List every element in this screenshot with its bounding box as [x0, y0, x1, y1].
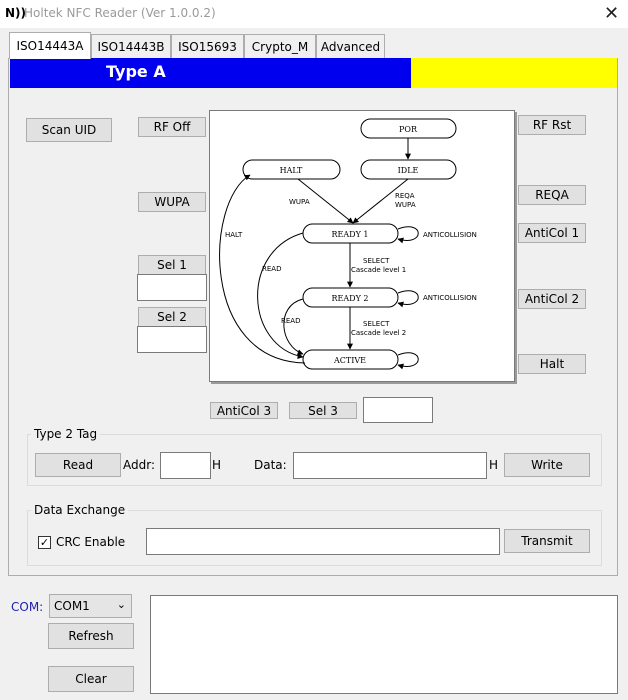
data-exchange-group — [27, 510, 602, 566]
sel1-button[interactable]: Sel 1 — [138, 255, 206, 275]
loop-ready2 — [397, 290, 419, 308]
type2-group-label: Type 2 Tag — [31, 427, 101, 441]
banner-title: Type A — [106, 62, 166, 81]
state-halt — [242, 159, 341, 180]
sel2-field[interactable] — [137, 326, 207, 353]
refresh-button[interactable]: Refresh — [48, 623, 134, 649]
label-anticollision1: ANTICOLLISION — [423, 231, 477, 239]
state-por-label: POR — [399, 125, 418, 134]
com-select-value: COM1 — [54, 599, 90, 613]
nfc-app-icon: N)) — [5, 6, 27, 20]
clear-button[interactable]: Clear — [48, 666, 134, 692]
sel3-field[interactable] — [363, 397, 433, 423]
label-wupa: WUPA — [289, 198, 310, 206]
loop-active — [397, 352, 419, 370]
label-select2: SELECT — [363, 320, 390, 328]
transmit-button[interactable]: Transmit — [504, 529, 590, 553]
label-halt: HALT — [225, 231, 243, 239]
data-exchange-group-label: Data Exchange — [31, 503, 129, 517]
addr-input[interactable] — [160, 452, 211, 479]
tab-iso14443a[interactable]: ISO14443A — [9, 32, 91, 59]
wupa-button[interactable]: WUPA — [138, 192, 206, 212]
label-select1: SELECT — [363, 257, 390, 265]
arrow-idle-ready1 — [352, 178, 409, 224]
anticol3-button[interactable]: AntiCol 3 — [210, 402, 278, 419]
arrow-ready1-active — [257, 232, 304, 359]
sel3-button[interactable]: Sel 3 — [289, 402, 357, 419]
label-read2: READ — [281, 317, 300, 325]
type-banner-yellow — [411, 58, 617, 88]
transmit-input[interactable] — [146, 528, 500, 555]
label-wupa2: WUPA — [395, 201, 416, 209]
write-button[interactable]: Write — [504, 453, 590, 477]
scan-uid-button[interactable]: Scan UID — [26, 118, 112, 142]
label-cascade1: Cascade level 1 — [351, 266, 406, 274]
loop-ready1 — [397, 226, 419, 244]
sel1-field[interactable] — [137, 274, 207, 301]
type-banner-blue — [10, 58, 411, 88]
tab-iso14443b[interactable]: ISO14443B — [91, 34, 171, 58]
window-title: Holtek NFC Reader (Ver 1.0.0.2) — [24, 6, 216, 20]
label-reqa: REQA — [395, 192, 415, 200]
chevron-down-icon: ⌄ — [116, 598, 126, 611]
arrow-active-halt — [219, 174, 306, 364]
com-label: COM: — [11, 600, 44, 614]
crc-checkbox[interactable]: ✓ — [38, 536, 51, 549]
state-diagram: POR HALT IDLE READY 1 READY 2 ACTIVE WUP… — [209, 110, 515, 382]
log-textarea[interactable] — [150, 595, 618, 694]
addr-suffix: H — [212, 458, 222, 472]
anticol1-button[interactable]: AntiCol 1 — [518, 223, 586, 243]
tab-advanced[interactable]: Advanced — [316, 34, 385, 58]
addr-label: Addr: — [123, 458, 155, 472]
state-idle-label: IDLE — [398, 166, 419, 175]
state-ready2-label: READY 2 — [332, 294, 369, 303]
crc-label: CRC Enable — [56, 535, 126, 549]
close-icon[interactable]: ✕ — [604, 3, 620, 24]
tab-crypto-m[interactable]: Crypto_M — [244, 34, 316, 58]
state-diagram-svg: POR HALT IDLE READY 1 READY 2 ACTIVE WUP… — [219, 118, 477, 370]
rf-rst-button[interactable]: RF Rst — [518, 115, 586, 135]
data-suffix: H — [489, 458, 499, 472]
state-ready1-label: READY 1 — [332, 230, 369, 239]
data-label: Data: — [254, 458, 287, 472]
label-cascade2: Cascade level 2 — [351, 329, 406, 337]
state-active — [302, 349, 399, 370]
state-idle — [360, 159, 457, 180]
rf-off-button[interactable]: RF Off — [138, 117, 206, 137]
read-button[interactable]: Read — [35, 453, 121, 477]
state-active-label: ACTIVE — [333, 356, 366, 365]
type2-group — [27, 434, 602, 486]
arrow-halt-ready1 — [297, 178, 354, 224]
halt-button[interactable]: Halt — [518, 354, 586, 374]
arrow-ready2-active-read — [283, 298, 304, 356]
title-bar — [0, 0, 628, 28]
label-anticollision2: ANTICOLLISION — [423, 294, 477, 302]
tab-iso15693[interactable]: ISO15693 — [171, 34, 244, 58]
com-select[interactable]: COM1 ⌄ — [49, 594, 132, 618]
state-halt-label: HALT — [280, 166, 303, 175]
reqa-button[interactable]: REQA — [518, 185, 586, 205]
sel2-button[interactable]: Sel 2 — [138, 307, 206, 327]
data-input[interactable] — [293, 452, 487, 479]
anticol2-button[interactable]: AntiCol 2 — [518, 289, 586, 309]
label-read1: READ — [262, 265, 281, 273]
